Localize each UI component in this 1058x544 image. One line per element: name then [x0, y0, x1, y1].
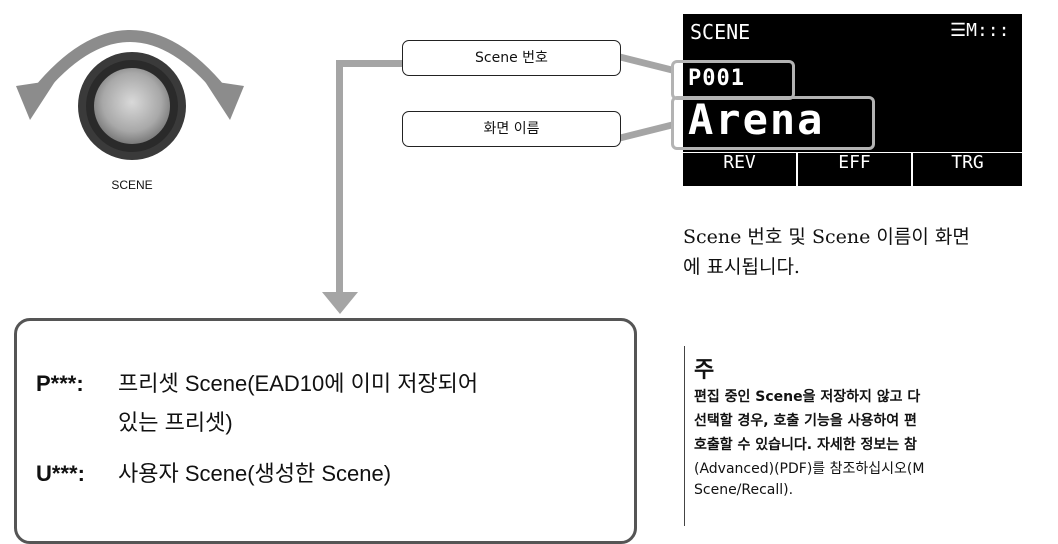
- lcd-scene-number: P001: [688, 66, 745, 91]
- lcd-tab-bar: REV EFF TRG: [683, 152, 1022, 186]
- lcd-caption-line: Scene 번호 및 Scene 이름이 화면: [683, 226, 970, 248]
- preset-code: P***:: [36, 371, 84, 396]
- screen-name-callout: 화면 이름: [402, 111, 621, 147]
- note-line: 선택할 경우, 호출 기능을 사용하여 편: [694, 413, 917, 429]
- connector-vertical: [336, 60, 343, 296]
- scene-type-box: [14, 318, 637, 544]
- lcd-status-icon: ☰M:::: [950, 20, 1010, 41]
- connector-to-lcd-bottom: [621, 121, 671, 142]
- preset-type-row-cont: 있는 프리셋): [118, 405, 233, 437]
- lcd-caption-line: 에 표시됩니다.: [683, 256, 800, 278]
- scene-knob[interactable]: [0, 0, 260, 220]
- note-line: (Advanced)(PDF)를 참조하십시오(M: [694, 461, 925, 477]
- lcd-header: SCENE: [690, 20, 751, 44]
- note-line: 편집 중인 Scene을 저장하지 않고 다: [694, 389, 921, 405]
- preset-desc-line1: 프리셋 Scene(EAD10에 이미 저장되어: [118, 371, 479, 396]
- note-line: 호출할 수 있습니다. 자세한 정보는 참: [694, 437, 917, 453]
- lcd-scene-name: Arena: [688, 95, 825, 144]
- lcd-tab-separator: [911, 152, 913, 186]
- lcd-tab-eff[interactable]: EFF: [838, 152, 871, 173]
- lcd-caption: Scene 번호 및 Scene 이름이 화면 에 표시됩니다.: [683, 222, 1058, 282]
- note-rule: [684, 346, 685, 526]
- knob-cap: [94, 68, 170, 144]
- user-type-row: U***: 사용자 Scene(생성한 Scene): [36, 456, 391, 488]
- note-title: 주: [694, 358, 715, 383]
- lcd-tab-separator: [796, 152, 798, 186]
- connector-to-lcd-top: [621, 53, 671, 74]
- arrow-left-head-icon: [16, 80, 56, 120]
- user-code: U***:: [36, 461, 85, 486]
- note-line: Scene/Recall).: [694, 482, 794, 498]
- knob-label: SCENE: [111, 178, 153, 192]
- preset-type-row: P***: 프리셋 Scene(EAD10에 이미 저장되어: [36, 366, 478, 398]
- scene-number-callout: Scene 번호: [402, 40, 621, 76]
- rotate-arrow-icon: [33, 30, 227, 96]
- user-desc-line1: 사용자 Scene(생성한 Scene): [118, 461, 392, 486]
- scene-name-highlight: [671, 96, 875, 150]
- lcd-tab-divider: [683, 152, 1022, 153]
- lcd-tab-rev[interactable]: REV: [723, 152, 756, 173]
- arrow-right-head-icon: [204, 80, 244, 120]
- preset-desc-line2: 있는 프리셋): [118, 410, 233, 435]
- arrow-down-icon: [322, 292, 358, 314]
- lcd-tab-trg[interactable]: TRG: [951, 152, 984, 173]
- lcd-display: [683, 14, 1022, 186]
- connector-horizontal: [336, 60, 402, 67]
